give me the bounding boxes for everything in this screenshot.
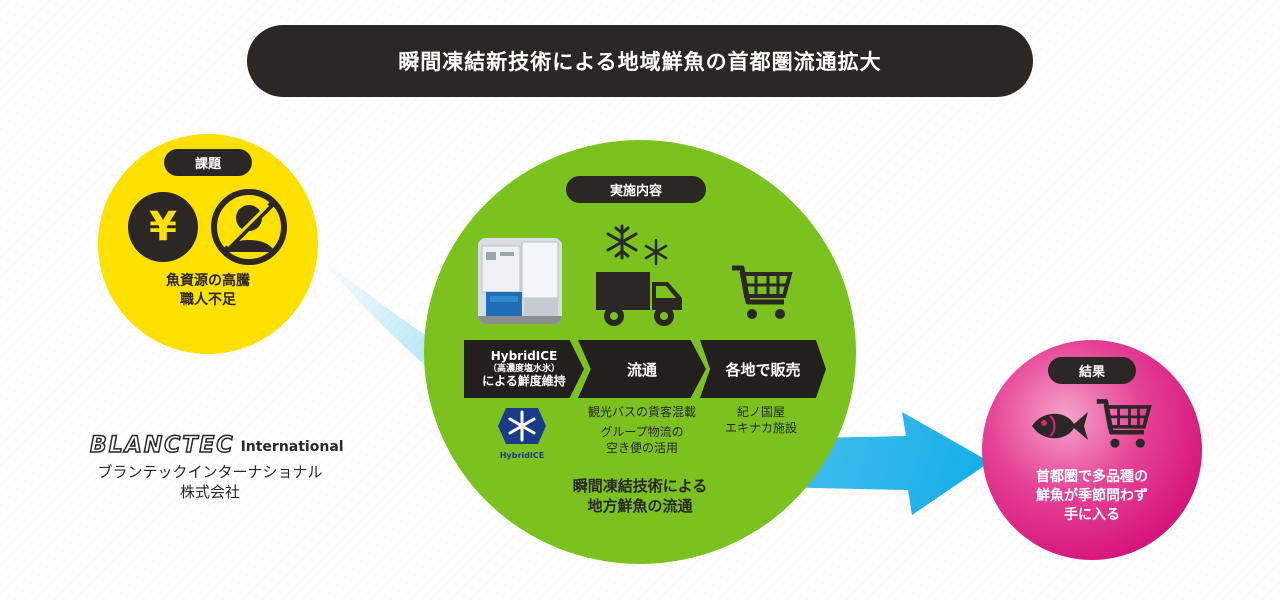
result-line-2: 鮮魚が季節問わず: [1036, 487, 1148, 504]
implementation-summary-1: 瞬間凍結技術による: [572, 477, 708, 495]
step-hybridice-line-3: による鮮度維持: [482, 374, 566, 389]
result-circle: 結果 首都圏で多品種の 鮮魚が季節問わず 手に入る: [982, 340, 1202, 560]
implementation-summary-2: 地方鮮魚の流通: [587, 497, 693, 516]
truck-icon: [596, 270, 684, 328]
problem-badge: 課題: [164, 149, 252, 176]
snowflake-icon: [604, 222, 674, 268]
sales-note-2: エキナカ施設: [724, 421, 797, 436]
step-hybridice: HybridICE （高濃度塩水氷） による鮮度維持: [464, 340, 584, 398]
problem-circle: 課題 ¥ 魚資源の高騰 職人不足: [98, 134, 318, 354]
result-cart-icon: [1094, 396, 1154, 454]
cart-icon: [730, 262, 794, 326]
yen-icon: ¥: [128, 192, 198, 262]
step-sales-label: 各地で販売: [725, 360, 801, 379]
company-name-kanji: 株式会社: [179, 483, 240, 502]
step-hybridice-line-2: （高濃度塩水氷）: [487, 363, 560, 374]
freezer-photo: [478, 238, 562, 324]
result-line-1: 首都圏で多品種の: [1036, 469, 1148, 485]
company-logo-main: BLANCTEC: [89, 432, 235, 459]
company-name-kana: ブランテックインターナショナル: [97, 463, 323, 481]
sales-note-1: 紀ノ国屋: [736, 405, 785, 419]
step-hybridice-line-1: HybridICE: [490, 349, 558, 364]
page-title: 瞬間凍結新技術による地域鮮魚の首都圏流通拡大: [247, 25, 1033, 97]
step-distribution-label: 流通: [626, 360, 657, 379]
no-person-icon: [210, 188, 288, 266]
fish-icon: [1028, 406, 1090, 446]
company-logo: BLANCTEC International: [89, 428, 370, 459]
hybridice-logo-text: HybridICE: [499, 451, 545, 460]
hybridice-logo: HybridICE: [496, 404, 548, 460]
result-badge: 結果: [1048, 357, 1136, 384]
implementation-badge: 実施内容: [566, 176, 706, 203]
problem-line-2: 職人不足: [180, 291, 236, 308]
yen-symbol: ¥: [149, 204, 177, 250]
step-distribution: 流通: [578, 340, 706, 398]
result-line-3: 手に入る: [1064, 506, 1120, 523]
distribution-note-2b: 空き便の活用: [605, 441, 678, 456]
problem-line-1: 魚資源の高騰: [166, 273, 250, 289]
distribution-note-2a: グループ物流の: [600, 425, 684, 440]
company-logo-sub: International: [240, 439, 344, 455]
step-sales: 各地で販売: [700, 340, 826, 398]
distribution-note-1: 観光バスの貨客混載: [587, 405, 696, 419]
